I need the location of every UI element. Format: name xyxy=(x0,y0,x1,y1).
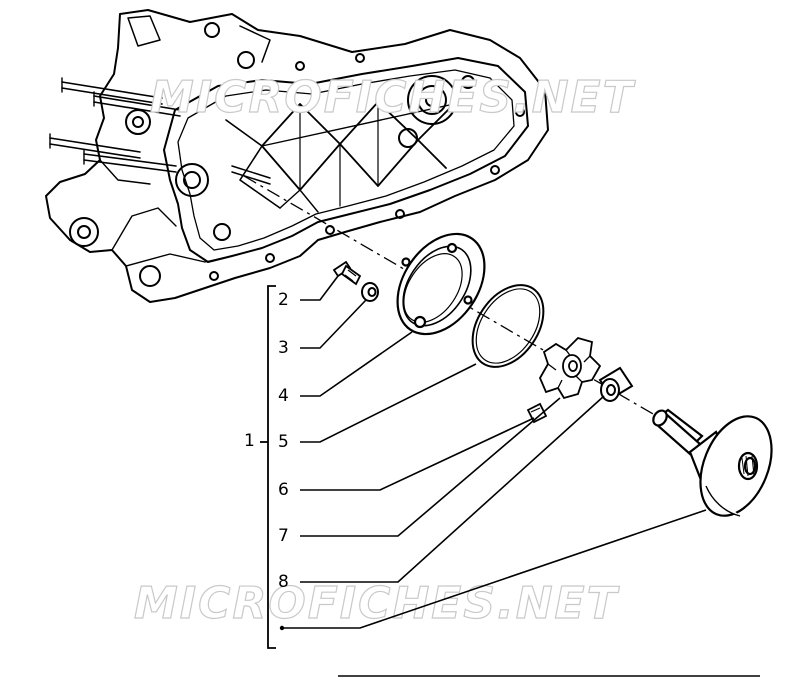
watermark-top: MICROFICHES.NET xyxy=(150,72,636,123)
callout-8: 8 xyxy=(278,572,289,592)
movable-half-pulley-part xyxy=(652,408,773,517)
group-bracket xyxy=(260,285,276,649)
bushing-part xyxy=(598,366,634,402)
leader-line-5 xyxy=(300,363,477,443)
crankcase-drawing xyxy=(45,9,549,303)
callout-2: 2 xyxy=(278,290,289,310)
leader-line-7 xyxy=(300,397,561,537)
washer-part xyxy=(361,282,379,302)
slider-part xyxy=(526,402,548,424)
callout-6: 6 xyxy=(278,480,289,500)
screw-part xyxy=(332,260,362,286)
leader-line-pulley xyxy=(282,509,707,629)
leader-line-3 xyxy=(300,299,367,349)
callout-5: 5 xyxy=(278,432,289,452)
o-ring-part xyxy=(471,284,545,368)
callout-7: 7 xyxy=(278,526,289,546)
drive-pulley-cover-part xyxy=(396,232,486,336)
leader-line-6 xyxy=(300,417,535,491)
leader-line-8 xyxy=(300,395,605,583)
callout-4: 4 xyxy=(278,386,289,406)
roller-ramp-plate-part xyxy=(538,336,602,400)
watermark-bottom: MICROFICHES.NET xyxy=(134,578,620,629)
callout-3: 3 xyxy=(278,338,289,358)
leader-line-2 xyxy=(300,275,339,301)
leader-dot xyxy=(279,625,285,631)
leader-line-4 xyxy=(300,331,413,397)
leader-lines xyxy=(282,275,707,629)
callout-group-1: 1 xyxy=(244,431,255,451)
